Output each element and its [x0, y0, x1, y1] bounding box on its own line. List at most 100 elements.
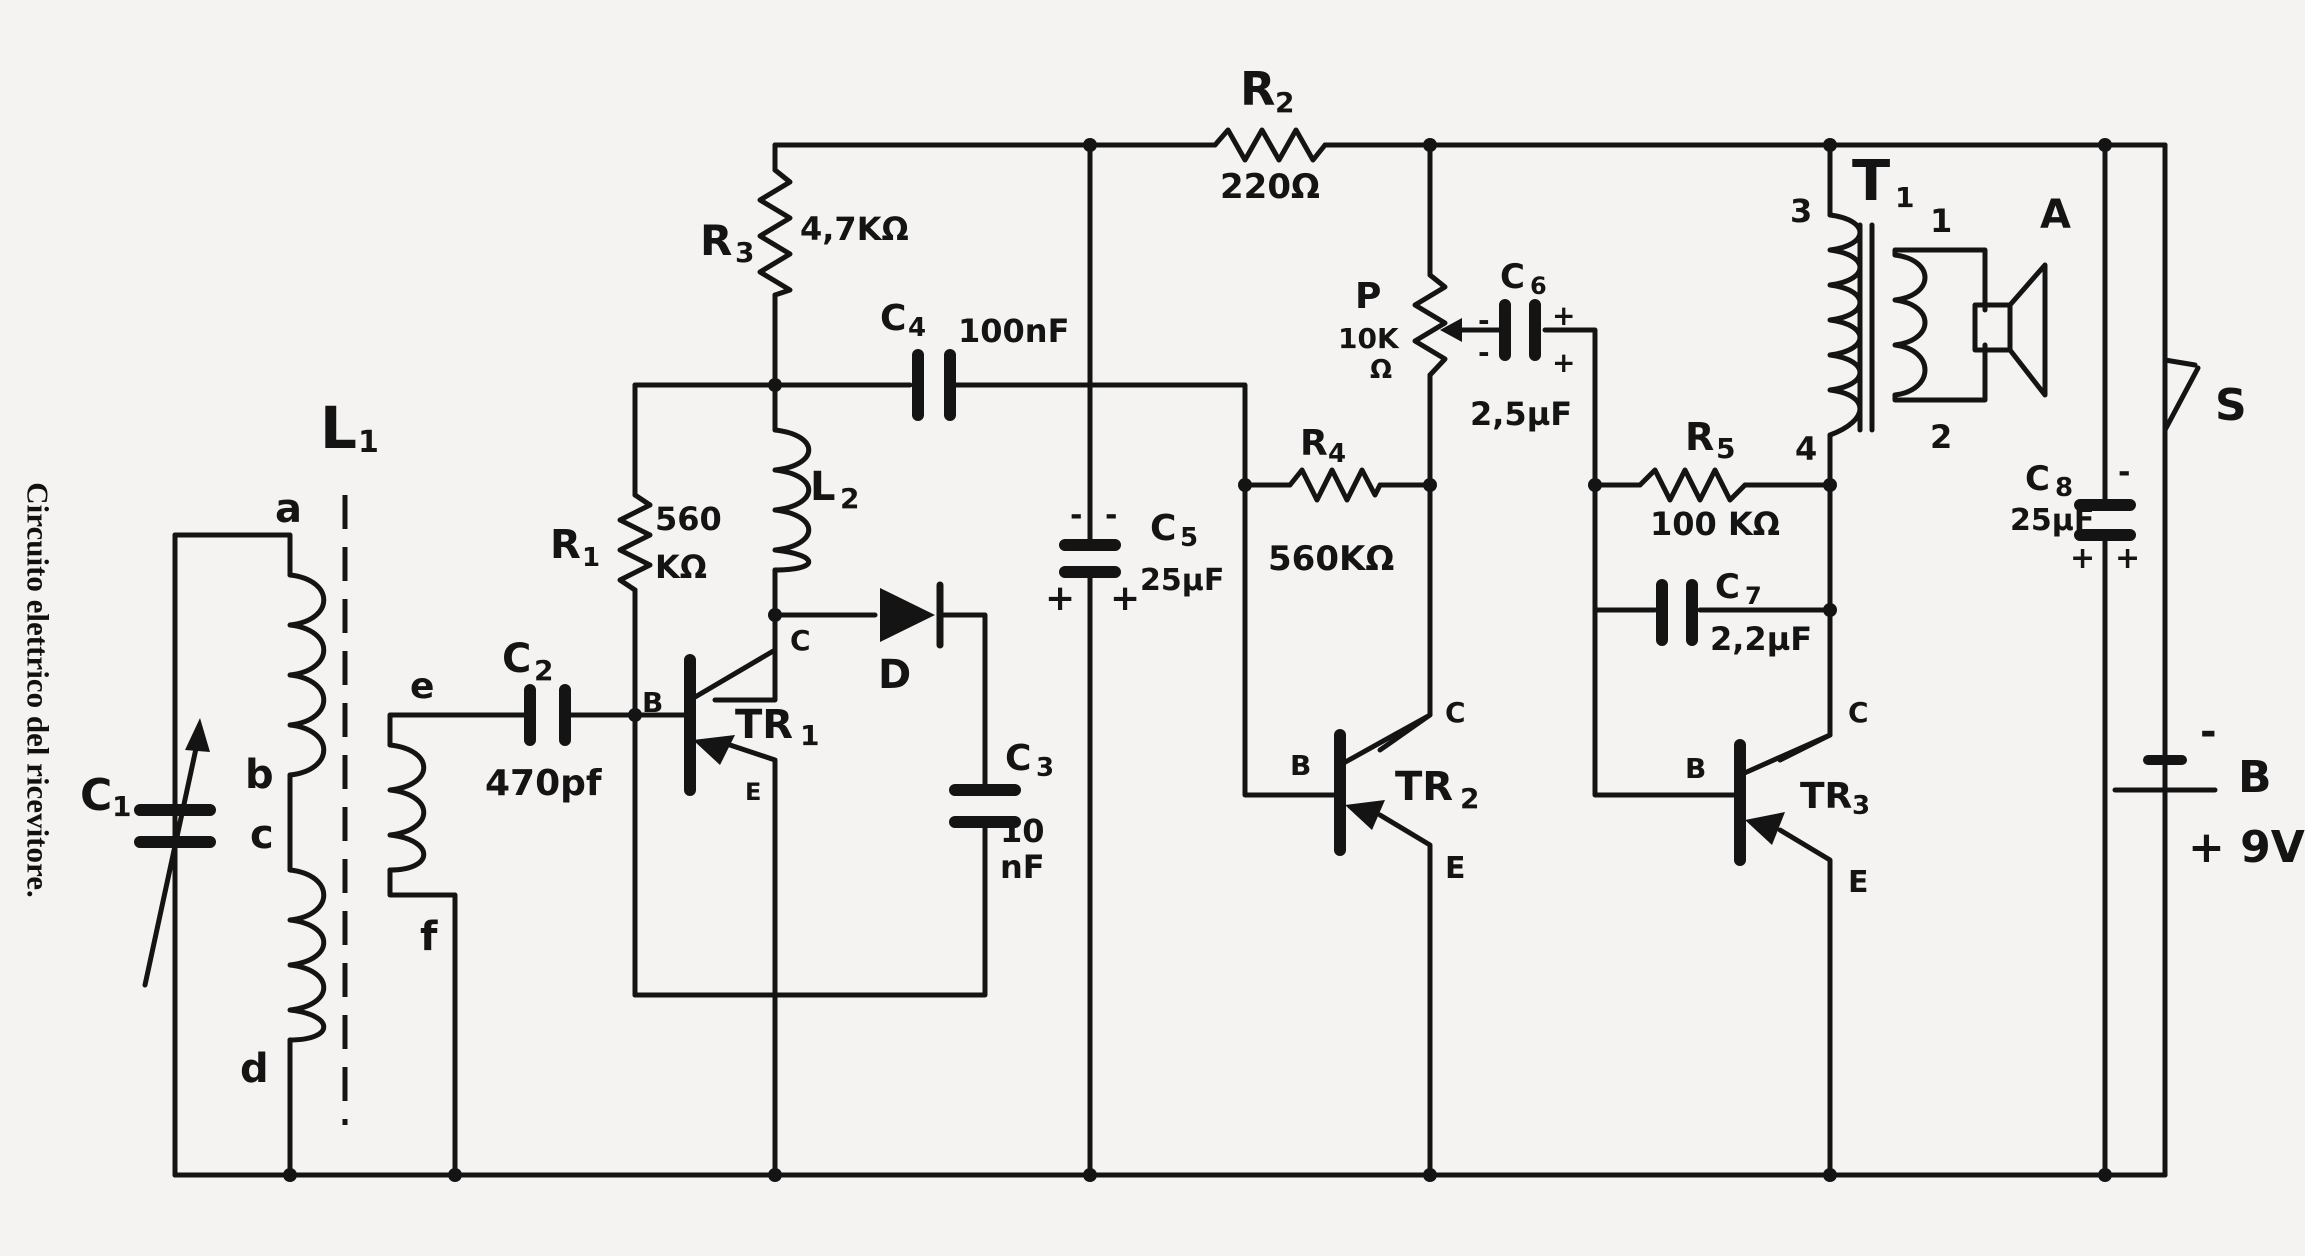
- pot-column-wire: [1377, 142, 1433, 753]
- r4-value: 560KΩ: [1268, 539, 1394, 579]
- tr2-pin-b: B: [1290, 749, 1311, 782]
- t1-pin-2: 2: [1930, 418, 1952, 456]
- c6-minus-1: -: [1478, 304, 1490, 337]
- c5-label-sub: 5: [1180, 523, 1198, 553]
- c6-capacitor-symbol: [1499, 299, 1541, 361]
- c3-capacitor-symbol: [949, 784, 1021, 828]
- r3-label-sub: 3: [735, 236, 754, 269]
- c4-label-sub: 4: [908, 313, 926, 343]
- c8-capacitor-symbol: [2074, 499, 2136, 541]
- c1-label-sub: 1: [112, 790, 131, 823]
- tr1-emitter-arrow: [693, 735, 735, 765]
- t1-pin-3: 3: [1790, 192, 1812, 230]
- junction-dot: [768, 1168, 782, 1182]
- c8-minus: -: [2118, 455, 2130, 490]
- junction-dot: [1588, 478, 1602, 492]
- r1-label-ref: R: [550, 522, 581, 568]
- junction-dot: [1423, 478, 1437, 492]
- c6-label-ref: C: [1500, 257, 1525, 297]
- r1-resistor-symbol: [617, 492, 653, 593]
- l1-lower-coil: [287, 867, 327, 1043]
- junction-dot: [2098, 1168, 2112, 1182]
- tr1-emitter-wire: [712, 737, 778, 1178]
- component-symbols: [134, 127, 2218, 1125]
- l1-tap-d-label: d: [240, 1046, 269, 1092]
- tr1-collector-wire: [632, 612, 988, 998]
- tr2-pin-e: E: [1445, 851, 1466, 886]
- c6-value: 2,5µF: [1470, 395, 1572, 433]
- r5-label-sub: 5: [1716, 432, 1735, 465]
- c7-capacitor-symbol: [1656, 579, 1698, 646]
- c6-label-sub: 6: [1530, 272, 1547, 300]
- l1-tap-c-label: c: [250, 812, 274, 858]
- c5-minus-1: -: [1070, 498, 1082, 533]
- t1-secondary-wire: [1892, 247, 1988, 403]
- c2-value: 470pf: [485, 763, 602, 804]
- l1-secondary-wire: [387, 712, 458, 1178]
- c5-plus-2: +: [1110, 578, 1140, 619]
- t1-pin-4: 4: [1795, 430, 1817, 468]
- c8-label-sub: 8: [2055, 473, 2073, 503]
- speaker-label: A: [2040, 192, 2071, 238]
- c1-arrow-head: [185, 718, 210, 752]
- junction-dot: [283, 1168, 297, 1182]
- r1-value-2: KΩ: [655, 548, 707, 586]
- r5-label-ref: R: [1685, 415, 1714, 459]
- l1-tap-f-label: f: [420, 914, 438, 960]
- junction-dot: [1823, 478, 1837, 492]
- t1-label-sub: 1: [1895, 181, 1914, 214]
- tr2-pin-c: C: [1445, 696, 1466, 729]
- c7-value: 2,2µF: [1710, 620, 1812, 658]
- labels: L 1 a b c d e f C 1 C 2 470pf R 3 4,7KΩ …: [80, 62, 2305, 1092]
- r5-resistor-symbol: [1637, 467, 1748, 503]
- tr1-collector-lead: [687, 612, 778, 703]
- junction-dot: [768, 378, 782, 392]
- tr1-pin-b: B: [642, 686, 663, 719]
- c3-label-ref: C: [1005, 738, 1031, 779]
- tr1-pin-c: C: [790, 624, 811, 657]
- r3-value: 4,7KΩ: [800, 210, 909, 248]
- junction-dot: [1083, 138, 1097, 152]
- l2-coil-symbol: [772, 427, 811, 573]
- tr3-pin-b: B: [1685, 752, 1706, 785]
- t1-label-ref: T: [1852, 149, 1890, 214]
- c5-plus-1: +: [1045, 578, 1075, 619]
- junction-dot: [2098, 138, 2112, 152]
- tr3-emitter-wire: [1777, 827, 1833, 1178]
- c3-value-2: nF: [1000, 848, 1045, 886]
- c7-label-ref: C: [1715, 567, 1740, 607]
- junction-dot: [1823, 138, 1837, 152]
- c8-plus-1: +: [2070, 541, 2095, 576]
- c8-plus-2: +: [2115, 541, 2140, 576]
- tr2-label-ref: TR: [1395, 764, 1453, 810]
- l1-label-sub: 1: [358, 425, 379, 460]
- tr2-emitter-arrow: [1345, 800, 1385, 830]
- r5-value: 100 KΩ: [1650, 505, 1780, 543]
- c6-minus-2: -: [1478, 336, 1490, 369]
- l1-tap-b-label: b: [245, 752, 274, 798]
- c5-capacitor-symbol: [1059, 539, 1121, 578]
- pot-value-1: 10K: [1338, 322, 1400, 355]
- tr1-label-sub: 1: [800, 719, 819, 752]
- c3-label-sub: 3: [1036, 753, 1054, 783]
- r2-label-ref: R: [1240, 62, 1275, 116]
- c4-node-wire: [632, 382, 1248, 488]
- r1-label-sub: 1: [582, 543, 600, 573]
- c5-label-ref: C: [1150, 508, 1176, 549]
- junction-dot: [1238, 478, 1252, 492]
- r2-resistor-symbol: [1212, 127, 1328, 163]
- wiper-c6-wire: [1452, 327, 1598, 488]
- r4-wire: [1242, 482, 1433, 798]
- tr1-pin-e: E: [745, 778, 761, 806]
- tr2-collector-lead: [1337, 712, 1433, 768]
- c2-label-ref: C: [502, 636, 531, 682]
- junction-dot: [1423, 138, 1437, 152]
- pot-label: P: [1355, 276, 1381, 317]
- l1-tap-e-label: e: [410, 666, 434, 707]
- junction-dot: [1823, 603, 1837, 617]
- switch-battery-wire: [2162, 142, 2198, 1178]
- battery-value: + 9V: [2188, 822, 2305, 873]
- r3-label-ref: R: [700, 216, 732, 265]
- c8-value: 25µF: [2010, 503, 2094, 538]
